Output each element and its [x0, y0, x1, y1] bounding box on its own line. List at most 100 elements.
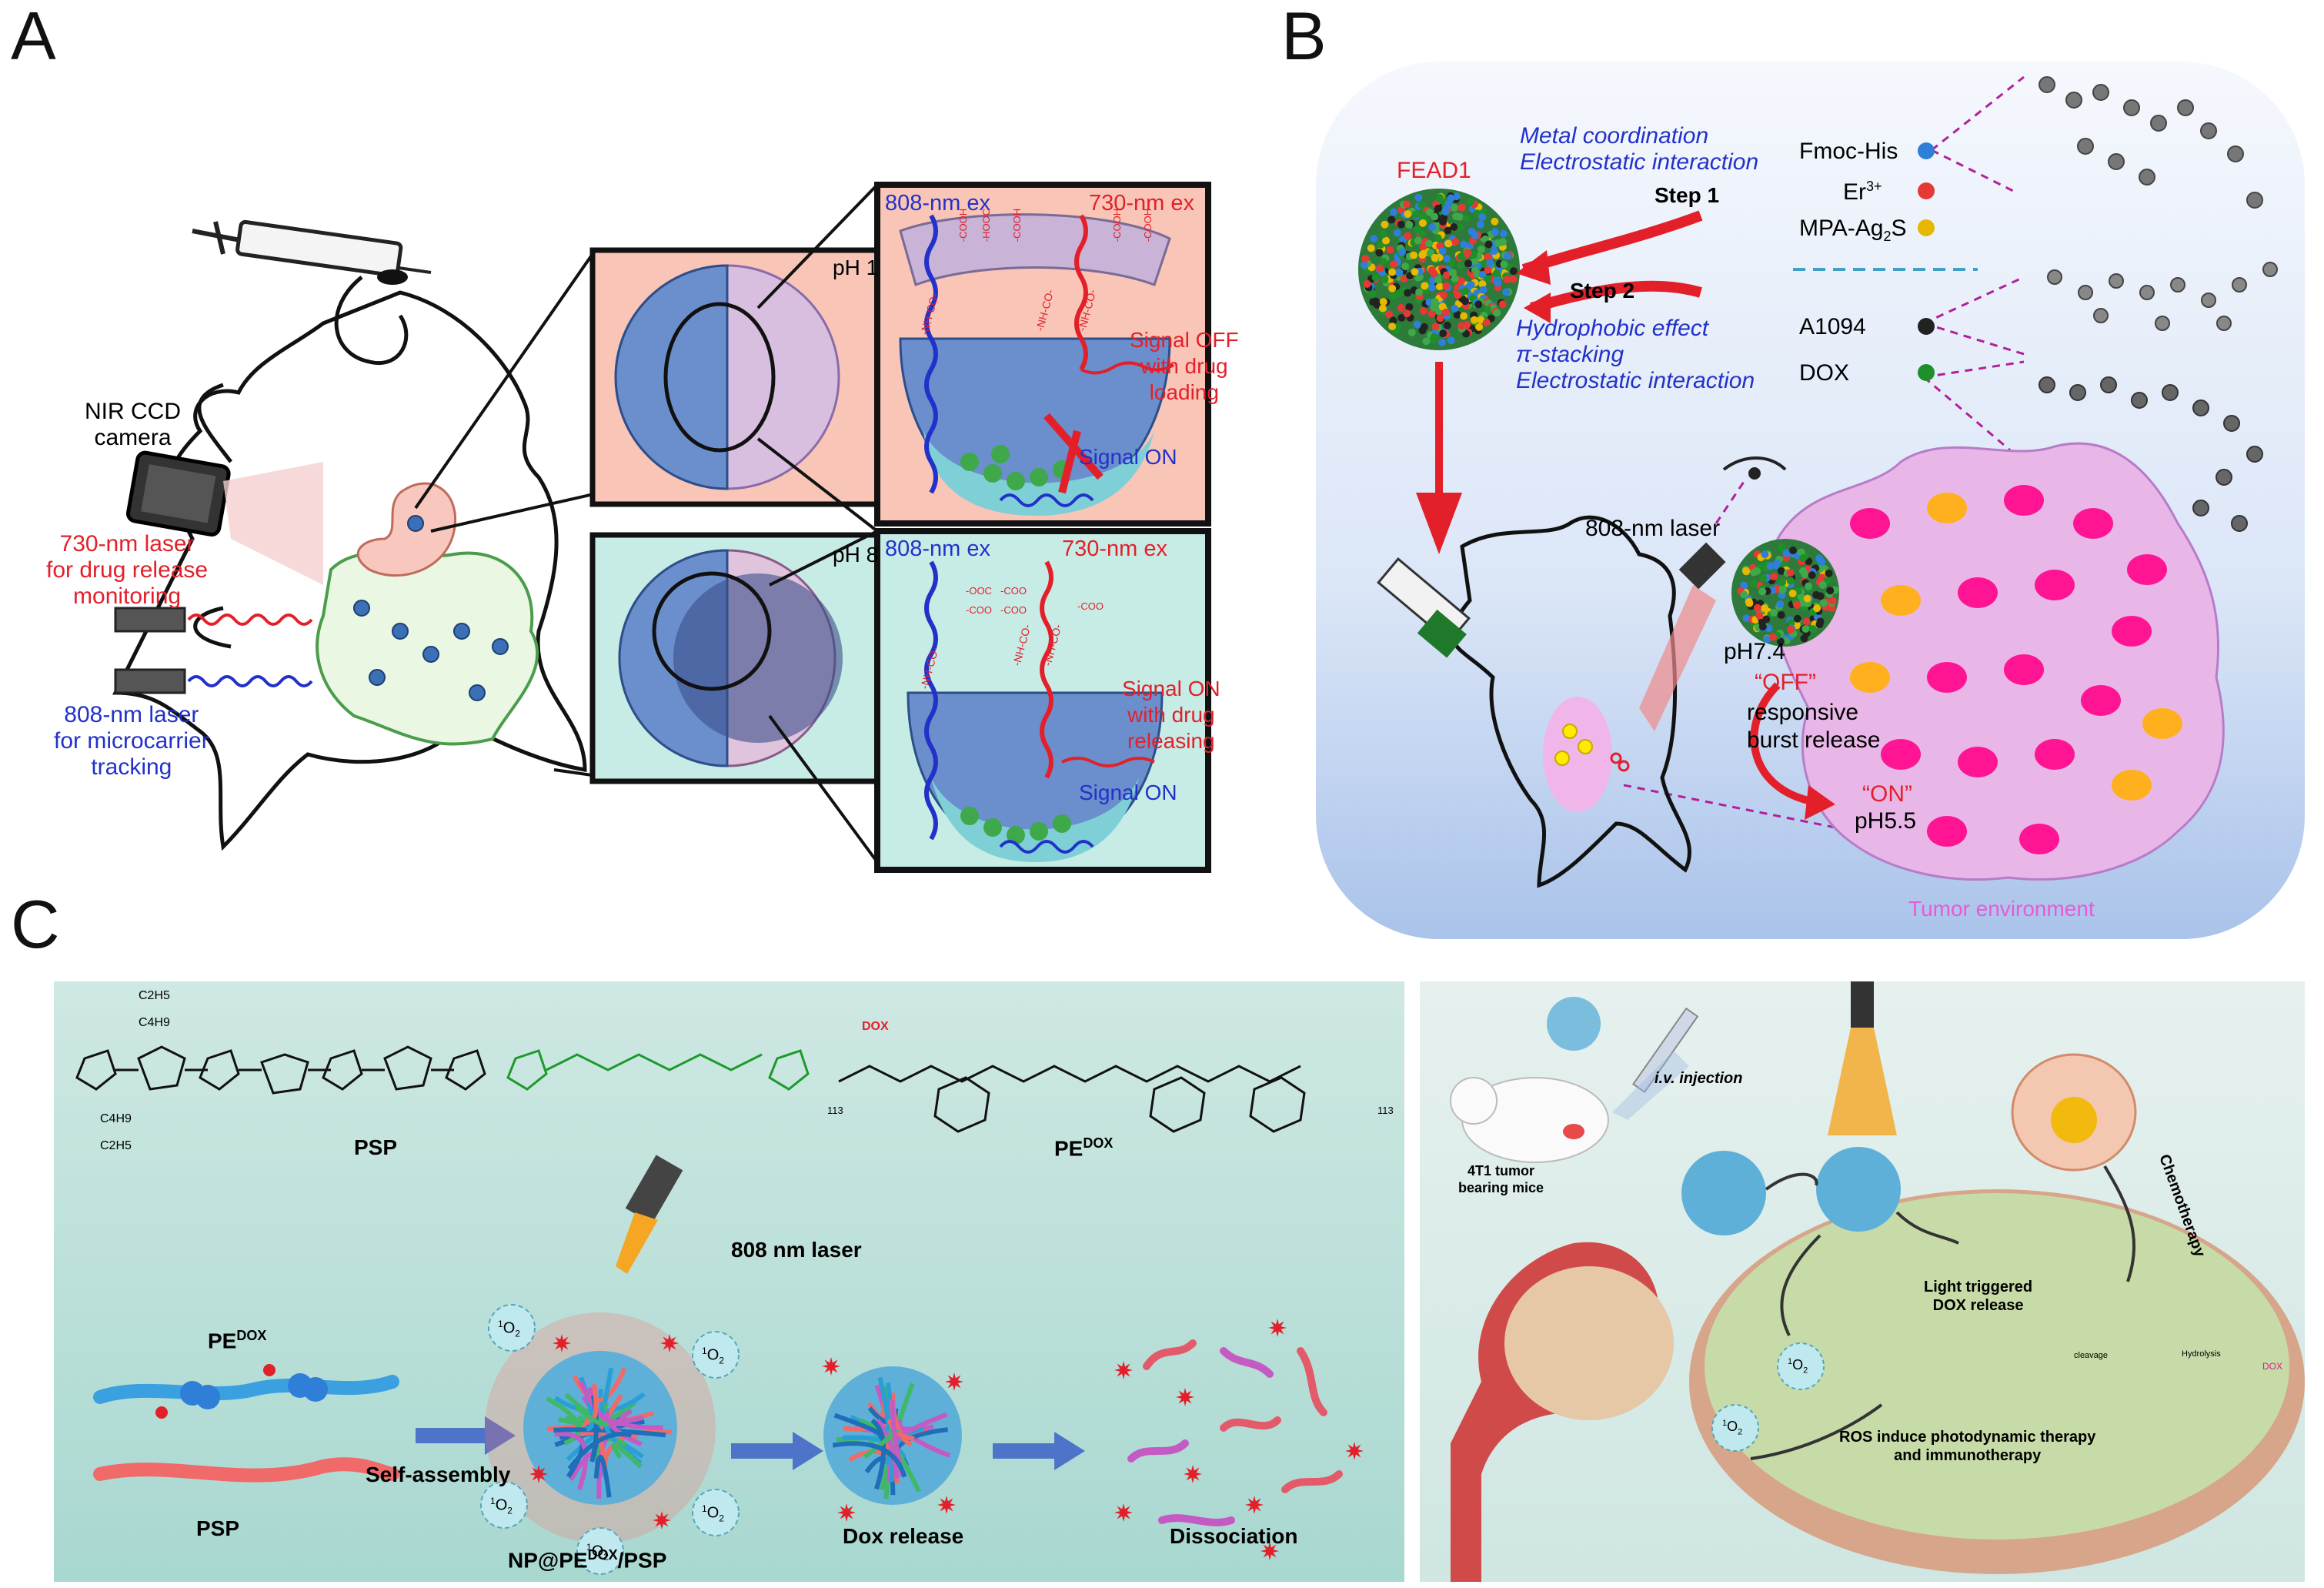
- fead1-label: FEAD1: [1397, 158, 1471, 183]
- dissociation-label: Dissociation: [1170, 1524, 1298, 1548]
- polymer-strand: [578, 1380, 643, 1447]
- polymer-strand: [567, 1432, 633, 1470]
- nanoparticle-dot: [1484, 306, 1492, 314]
- nanoparticle-dot: [1474, 300, 1483, 309]
- nanoparticle-dot: [1484, 240, 1493, 249]
- iv-injection-label: i.v. injection: [1655, 1070, 1743, 1087]
- nanoparticle-dot: [1458, 203, 1466, 212]
- nanoparticle-dot: [1469, 251, 1478, 259]
- nanoparticle-dot: [1451, 305, 1459, 313]
- nanoparticle-dot: [1745, 599, 1754, 607]
- nanoparticle-dot: [1418, 219, 1427, 227]
- tumor-cell: [1927, 816, 1967, 847]
- pedox-structure: [838, 1065, 1306, 1133]
- dox-r-label: DOX: [2262, 1361, 2283, 1372]
- nanoparticle-dot: [1405, 220, 1414, 229]
- nanoparticle-dot: [1787, 619, 1795, 627]
- nanoparticle-dot: [1377, 240, 1385, 249]
- nanoparticle-dot: [1414, 193, 1423, 202]
- nanoparticle-dot: [1378, 304, 1387, 313]
- nanoparticle-dot: [1797, 593, 1805, 601]
- nanoparticle-dot: [1815, 620, 1824, 629]
- nanoparticle-dot: [1389, 316, 1397, 325]
- laser-c-label: 808 nm laser: [731, 1238, 862, 1262]
- bottom-group-5: -COO: [1077, 600, 1104, 612]
- top-signal-on-label: Signal ON: [1079, 445, 1177, 469]
- polymer-strand: [611, 1442, 643, 1469]
- nanoparticle-dot: [1475, 323, 1484, 331]
- nanoparticle-dot: [1818, 558, 1826, 567]
- o2-bubble-1: [1777, 1342, 1825, 1390]
- hydrolysis-label: Hydrolysis: [2182, 1349, 2221, 1359]
- bottom-group-3: -COO: [1000, 585, 1027, 597]
- nanoparticle-dot: [1500, 260, 1508, 269]
- nanoparticle-dot: [1369, 298, 1377, 306]
- nanoparticle-dot: [1770, 608, 1778, 617]
- syringe-b-icon: [1377, 557, 1471, 658]
- panel-c-right-drawing: [1450, 981, 2305, 1582]
- nanoparticle-dot: [1438, 303, 1447, 311]
- tumor-cell: [1850, 508, 1890, 539]
- nanoparticle-dot: [1819, 599, 1828, 607]
- nanoparticle-dot: [1451, 237, 1460, 246]
- dox-star: [1245, 1496, 1264, 1514]
- nanoparticle-dot: [1388, 268, 1397, 276]
- nanoparticle-dot: [1421, 282, 1429, 290]
- pedox-structure-label: C2H5PEDOX: [1054, 1135, 1114, 1161]
- nanoparticle-dot: [1755, 611, 1764, 620]
- nanoparticle-dot: [1451, 274, 1459, 282]
- o2-label-4: 1O2: [586, 1542, 609, 1563]
- nanoparticle-dot: [1436, 193, 1444, 202]
- nanoparticle-dot: [1425, 208, 1434, 216]
- nanoparticle-dot: [1379, 257, 1387, 266]
- nanoparticle-dot: [1379, 298, 1387, 306]
- nanoparticle-dot: [1792, 600, 1801, 609]
- mpa-ag2s-dot: [1918, 219, 1935, 236]
- molecule-dox: [2039, 376, 2263, 532]
- on-label: “ON”: [1862, 781, 1912, 807]
- polymer-strand: [593, 1455, 612, 1498]
- dox-star: [1261, 1542, 1279, 1560]
- polymer-strand: [558, 1415, 584, 1426]
- nanoparticle-dot: [1458, 322, 1466, 330]
- nanoparticle-dot: [1398, 248, 1407, 256]
- nanoparticle-dot: [1363, 279, 1371, 288]
- pedox-chain-label: PEDOX: [208, 1328, 267, 1353]
- n113-label-2: 113: [1377, 1105, 1394, 1116]
- nanoparticle-dot: [1471, 257, 1479, 266]
- panel-letter-a: A: [11, 0, 56, 74]
- nanoparticle-dot: [1460, 312, 1468, 320]
- step2-arrow: [1530, 280, 1702, 313]
- nanoparticle-dot: [1492, 269, 1501, 278]
- tumor-cell: [2112, 770, 2152, 801]
- nanoparticle-dot: [1503, 275, 1511, 283]
- nanoparticle-dot: [1477, 316, 1485, 324]
- nanoparticle-dot: [1464, 259, 1473, 268]
- syringe-c-icon: [1632, 1007, 1699, 1094]
- white-mouse: [1450, 1077, 1609, 1163]
- nanoparticle-dot: [1825, 569, 1833, 577]
- nanoparticle-dot: [1799, 554, 1808, 563]
- nanoparticle-dot: [1388, 284, 1397, 293]
- tumor-cell: [2142, 708, 2182, 739]
- bottom-group-2: -COO: [966, 604, 992, 616]
- tumor-environment: [1768, 442, 2225, 881]
- nanoparticle-dot: [1763, 635, 1771, 644]
- nanoparticle-dot: [1457, 276, 1465, 285]
- nanoparticle-dot: [1753, 567, 1761, 575]
- nanoparticle-dot: [1417, 201, 1426, 209]
- nanoparticle-dot: [1411, 210, 1420, 219]
- step2-label: Step 2: [1570, 279, 1635, 303]
- dox-dot: [1918, 364, 1935, 381]
- nanoparticle-dot: [1443, 254, 1451, 262]
- nanoparticle-dot: [1437, 338, 1446, 346]
- nanoparticle-dot: [1440, 291, 1448, 299]
- nanoparticle-dot: [1419, 306, 1427, 315]
- tumor-cell: [1881, 739, 1921, 770]
- tumor-cell: [2081, 685, 2121, 716]
- laser-730-icon: [114, 607, 313, 633]
